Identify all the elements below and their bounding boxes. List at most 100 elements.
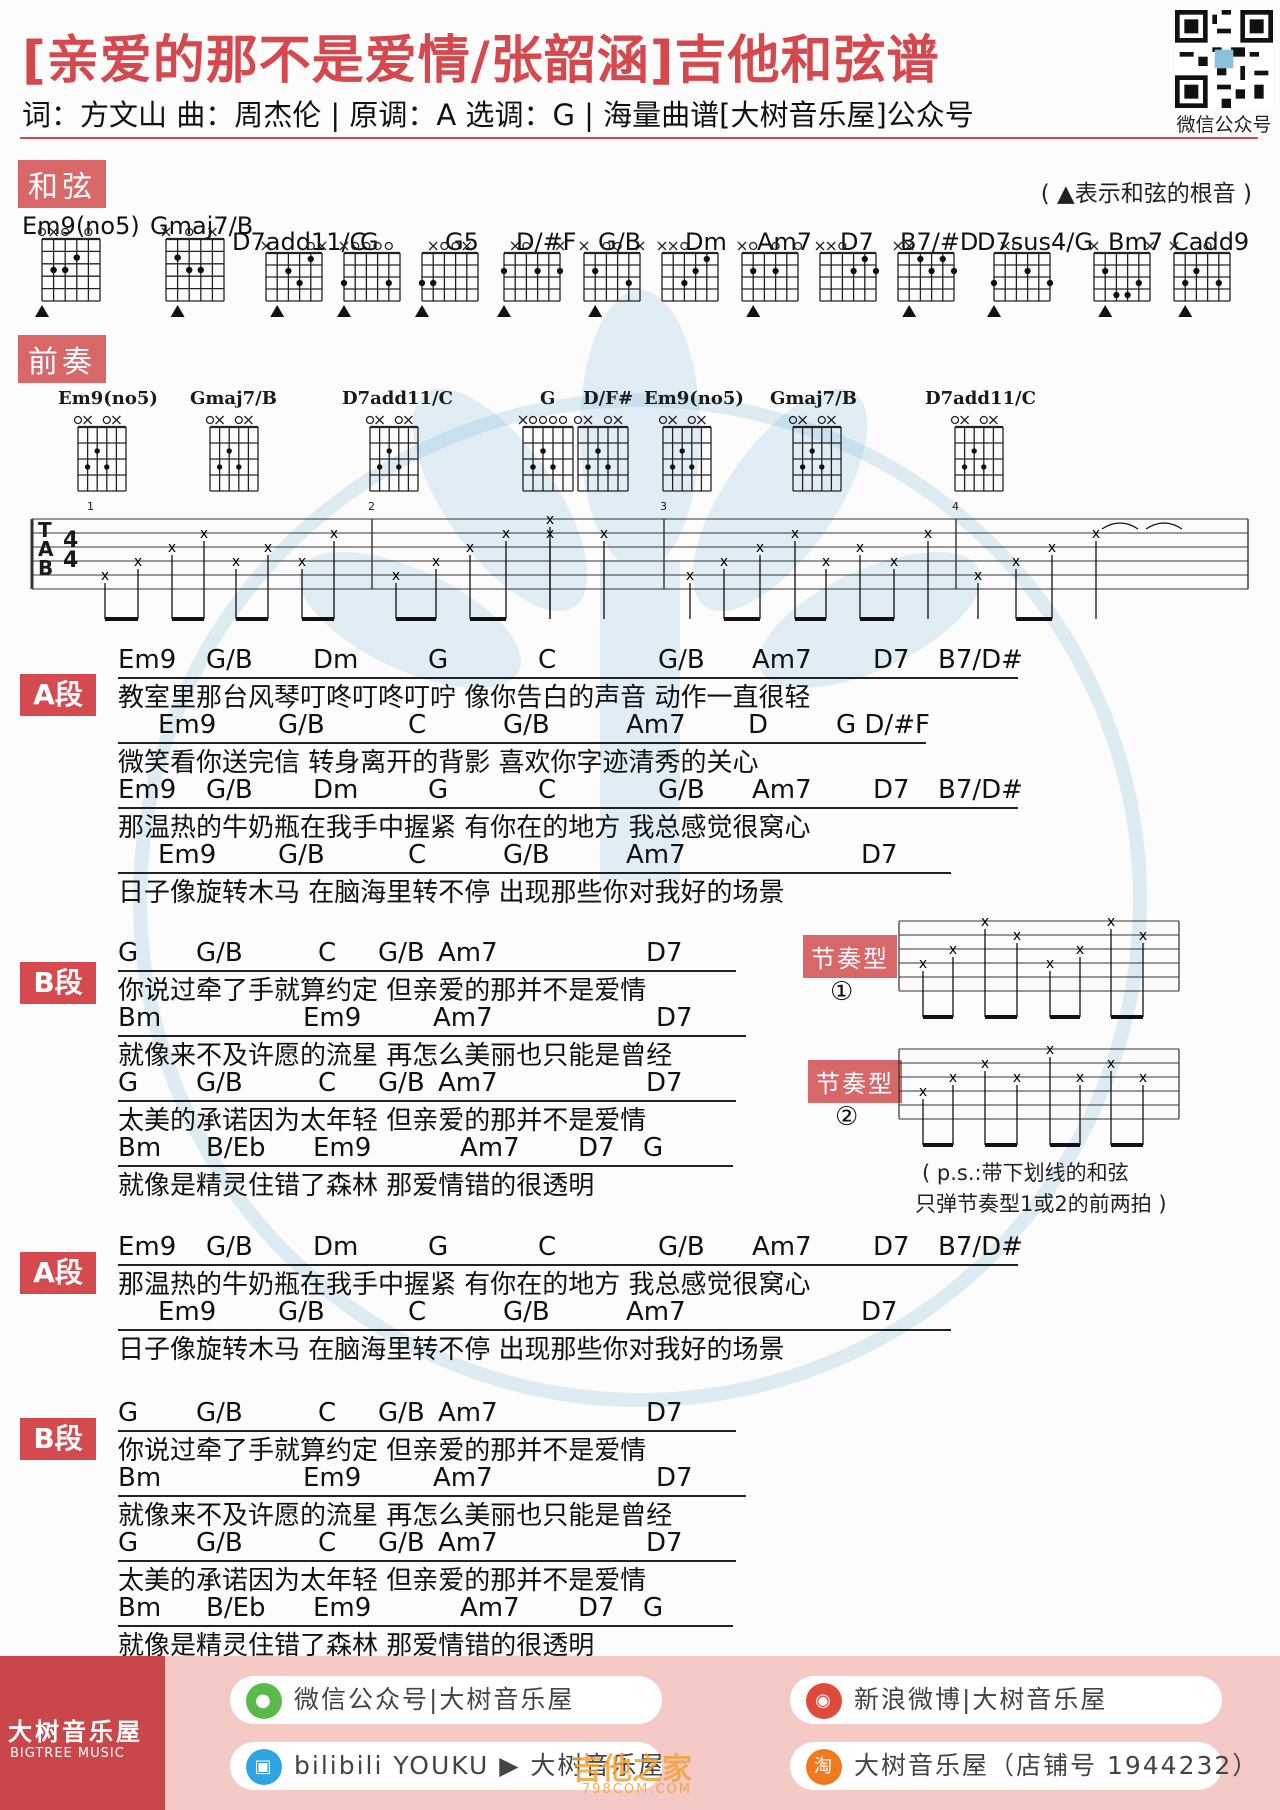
rhythm-note: x: [1107, 915, 1115, 930]
chord-underline: [118, 1264, 1018, 1266]
chord-symbol: Am7: [752, 645, 812, 675]
rhythm-note: x: [1139, 928, 1147, 944]
measure-number: 4: [952, 500, 959, 513]
chord-symbol: Em9: [118, 775, 177, 805]
chord-symbol: Am7: [438, 938, 498, 968]
chord-symbol: D7: [646, 1528, 683, 1558]
section-tag: A段: [20, 674, 96, 716]
chord-symbol: D7: [646, 1068, 683, 1098]
chord-symbol: Am7: [438, 1398, 498, 1428]
lyric-text: 就像来不及许愿的流星 再怎么美丽也只能是曾经: [118, 1501, 673, 1531]
chord-symbol: C: [538, 775, 557, 805]
chord-symbol: C: [408, 840, 427, 870]
chord-symbol: B/Eb: [206, 1593, 266, 1623]
shop-link[interactable]: 淘大树音乐屋（店铺号 1944232）: [790, 1742, 1257, 1790]
chord-diagram: [337, 241, 401, 317]
chord-underline: [118, 1100, 736, 1102]
chord-diagram: [815, 241, 880, 302]
chord-symbol: G/B: [206, 1232, 253, 1262]
rhythm-note: x: [1046, 1043, 1054, 1058]
chord-underline: [118, 1035, 746, 1037]
chord-diagram: [893, 241, 958, 317]
chord-symbol: C: [408, 710, 427, 740]
tab-note: x: [200, 526, 208, 542]
tab-note: x: [264, 540, 272, 556]
chord-symbol: G/B: [206, 645, 253, 675]
intro-chord-diagrams: [73, 415, 1004, 492]
chord-symbol: D7: [646, 938, 683, 968]
chord-symbol: G/B: [658, 645, 705, 675]
chord-underline: [118, 807, 1018, 809]
tab-note: x: [856, 540, 864, 556]
chord-name: G5: [445, 228, 479, 256]
chord-symbol: G: [118, 1398, 139, 1428]
video-link[interactable]: ▣bilibili YOUKU ▶ 大树音乐屋: [230, 1742, 663, 1790]
chord-symbol: Am7: [438, 1068, 498, 1098]
chord-symbol: G/B: [196, 1528, 243, 1558]
intro-chord-name: Em9(no5): [58, 388, 158, 409]
chord-symbol: G/B: [378, 1528, 425, 1558]
chord-symbol: B7/D#: [938, 645, 1023, 675]
chord-symbol: Am7: [626, 840, 686, 870]
lyric-text: 太美的承诺因为太年轻 但亲爱的那并不是爱情: [118, 1566, 647, 1596]
tab-note: x: [756, 540, 764, 556]
chord-symbol: Bm: [118, 1593, 162, 1623]
shop-label: 大树音乐屋（店铺号 1944232）: [854, 1751, 1260, 1780]
chord-symbol: G/B: [658, 1232, 705, 1262]
chord-symbol: Em9: [118, 645, 177, 675]
chord-symbol: G/B: [503, 710, 550, 740]
chord-symbol: Em9: [313, 1133, 372, 1163]
weibo-label: 新浪微博|大树音乐屋: [854, 1685, 1108, 1714]
chord-symbol: D7: [656, 1003, 693, 1033]
chord-symbol: D7: [873, 1232, 910, 1262]
chord-diagram: [415, 241, 479, 317]
intro-chord-name: Em9(no5): [644, 388, 744, 409]
chord-symbol: Am7: [433, 1463, 493, 1493]
chord-symbol: Am7: [433, 1003, 493, 1033]
chord-symbol: G: [643, 1133, 664, 1163]
wechat-link[interactable]: ●微信公众号|大树音乐屋: [230, 1676, 662, 1724]
intro-chord-diagram: [573, 415, 629, 492]
rhythm-note: x: [1107, 1056, 1115, 1072]
tab-note: x: [330, 526, 338, 542]
rhythm-note: x: [1013, 1070, 1021, 1086]
lyric-text: 日子像旋转木马 在脑海里转不停 出现那些你对我好的场景: [118, 1335, 785, 1365]
chord-symbol: B7/D#: [938, 775, 1023, 805]
tab-note: x: [791, 526, 799, 542]
tab-note: x: [134, 554, 142, 570]
chord-symbol: G/B: [658, 775, 705, 805]
rhythm-note: x: [1139, 1070, 1147, 1086]
tab-note: x: [466, 540, 474, 556]
lyric-text: 你说过牵了手就算约定 但亲爱的那并不是爱情: [118, 1436, 647, 1466]
time-sig-top: 4: [63, 528, 79, 553]
lyric-text: 你说过牵了手就算约定 但亲爱的那并不是爱情: [118, 976, 647, 1006]
qr-label: 微信公众号: [1176, 114, 1272, 136]
intro-chord-name: Gmaj7/B: [190, 388, 277, 409]
chord-symbol: Em9: [158, 840, 217, 870]
chord-symbol: D7: [861, 1297, 898, 1327]
weibo-link[interactable]: ◉新浪微博|大树音乐屋: [790, 1676, 1222, 1724]
chord-symbol: Dm: [313, 775, 359, 805]
qr-code-icon[interactable]: [1175, 10, 1273, 108]
chord-symbol: G D/#F: [836, 710, 930, 740]
chord-symbol: C: [318, 1528, 337, 1558]
chord-diagram: [497, 241, 565, 317]
chord-name: D7: [840, 228, 874, 256]
chord-symbol: G/B: [378, 1398, 425, 1428]
tab-note: x: [890, 554, 898, 570]
chord-symbol: Am7: [626, 1297, 686, 1327]
chord-symbol: Dm: [313, 1232, 359, 1262]
chord-symbol: Em9: [118, 1232, 177, 1262]
chord-symbol: C: [538, 645, 557, 675]
chord-diagram: [161, 227, 225, 317]
chord-symbol: Bm: [118, 1003, 162, 1033]
chord-symbol: Am7: [438, 1528, 498, 1558]
chord-underline: [118, 1165, 733, 1167]
measure-number: 3: [660, 500, 667, 513]
rhythm-tag-2: 节奏型: [808, 1060, 902, 1103]
chord-symbol: D7: [873, 645, 910, 675]
wechat-label: 微信公众号|大树音乐屋: [294, 1685, 575, 1714]
measure-number: 1: [87, 500, 94, 513]
footer-brand-block: [0, 1656, 165, 1810]
chord-underline: [118, 1329, 951, 1331]
